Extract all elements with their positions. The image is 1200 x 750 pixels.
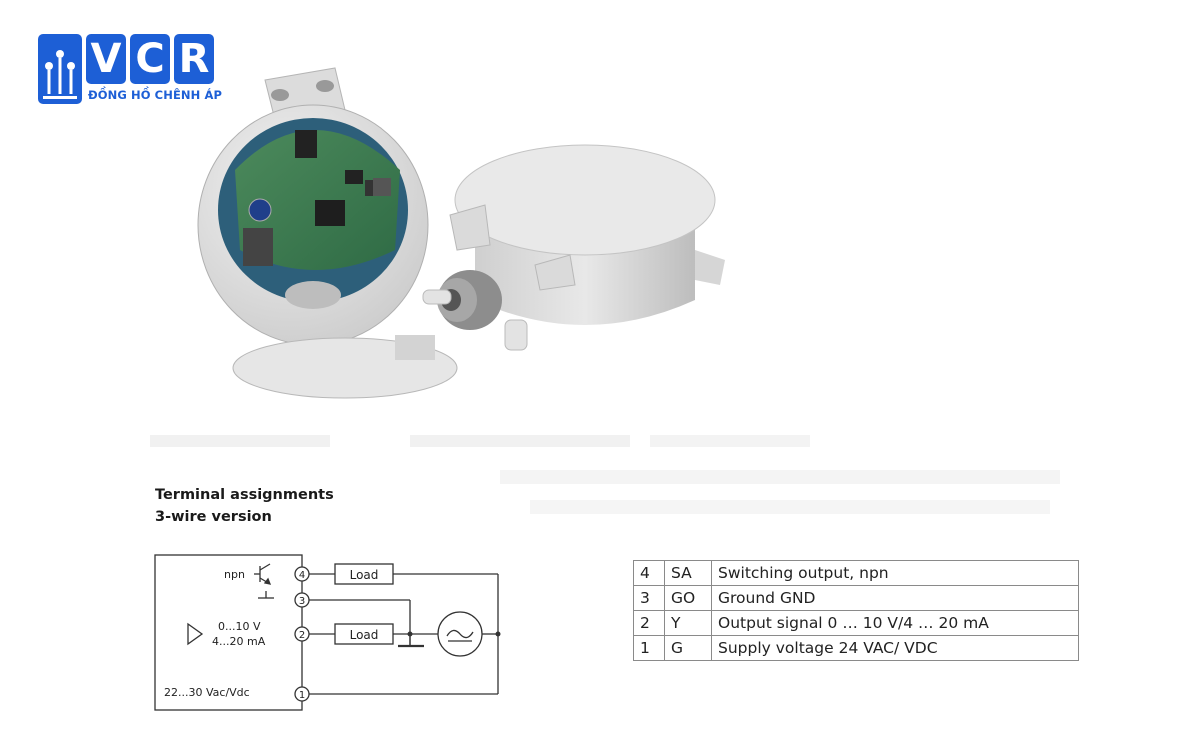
terminal-number-cell: 3 [633,585,665,611]
output-range-current: 4...20 mA [212,635,266,648]
terminal-assignments-heading: Terminal assignments [155,487,334,503]
terminal-description-cell: Supply voltage 24 VAC/ VDC [711,635,1079,661]
gauge-pin-logo-icon [38,34,82,104]
terminal-code-cell: G [664,635,712,661]
junction-dot-right [495,631,501,637]
npn-label: npn [224,568,245,581]
terminal-number-cell: 2 [633,610,665,636]
wire-version-heading: 3-wire version [155,509,272,525]
terminal-3-number: 3 [299,596,305,607]
terminal-2-number: 2 [299,630,305,641]
terminal-4-number: 4 [299,570,305,581]
terminal-description-cell: Ground GND [711,585,1079,611]
logo-tagline: ĐỒNG HỒ CHÊNH ÁP [88,88,222,102]
table-row: 1 G Supply voltage 24 VAC/ VDC [633,635,1079,661]
logo-letter-r: R [174,34,214,84]
terminal-code-cell: GO [664,585,712,611]
logo-letter-c: C [130,34,170,84]
load-box-upper [334,563,394,585]
table-row: 2 Y Output signal 0 … 10 V/4 … 20 mA [633,610,1079,636]
npn-transistor-icon [254,563,272,585]
table-row: 3 GO Ground GND [633,585,1079,611]
terminal-number-cell: 1 [633,635,665,661]
load-box-lower [334,623,394,645]
table-row: 4 SA Switching output, npn [633,560,1079,586]
terminal-code-cell: SA [664,560,712,586]
supply-voltage-label: 22...30 Vac/Vdc [164,686,250,699]
terminal-number-cell: 4 [633,560,665,586]
output-triangle-icon [187,622,204,646]
logo-letter-v: V [86,34,126,84]
output-range-voltage: 0...10 V [218,620,261,633]
terminal-1-number: 1 [299,690,305,701]
junction-dot-left [407,631,413,637]
terminal-code-cell: Y [664,610,712,636]
faded-background-text [150,435,1060,514]
wiring-diagram: npn 0...10 V 4...20 mA 22...30 Vac/Vdc 4… [154,554,501,711]
terminal-description-cell: Output signal 0 … 10 V/4 … 20 mA [711,610,1079,636]
terminal-assignment-table: 4 SA Switching output, npn 3 GO Ground G… [633,560,1079,661]
ground-icon [258,591,274,599]
load-label-lower: Load [350,628,379,642]
product-photo [197,67,725,399]
load-label-upper: Load [350,568,379,582]
terminal-description-cell: Switching output, npn [711,560,1079,586]
vcr-logo: V C R ĐỒNG HỒ CHÊNH ÁP [38,34,222,106]
